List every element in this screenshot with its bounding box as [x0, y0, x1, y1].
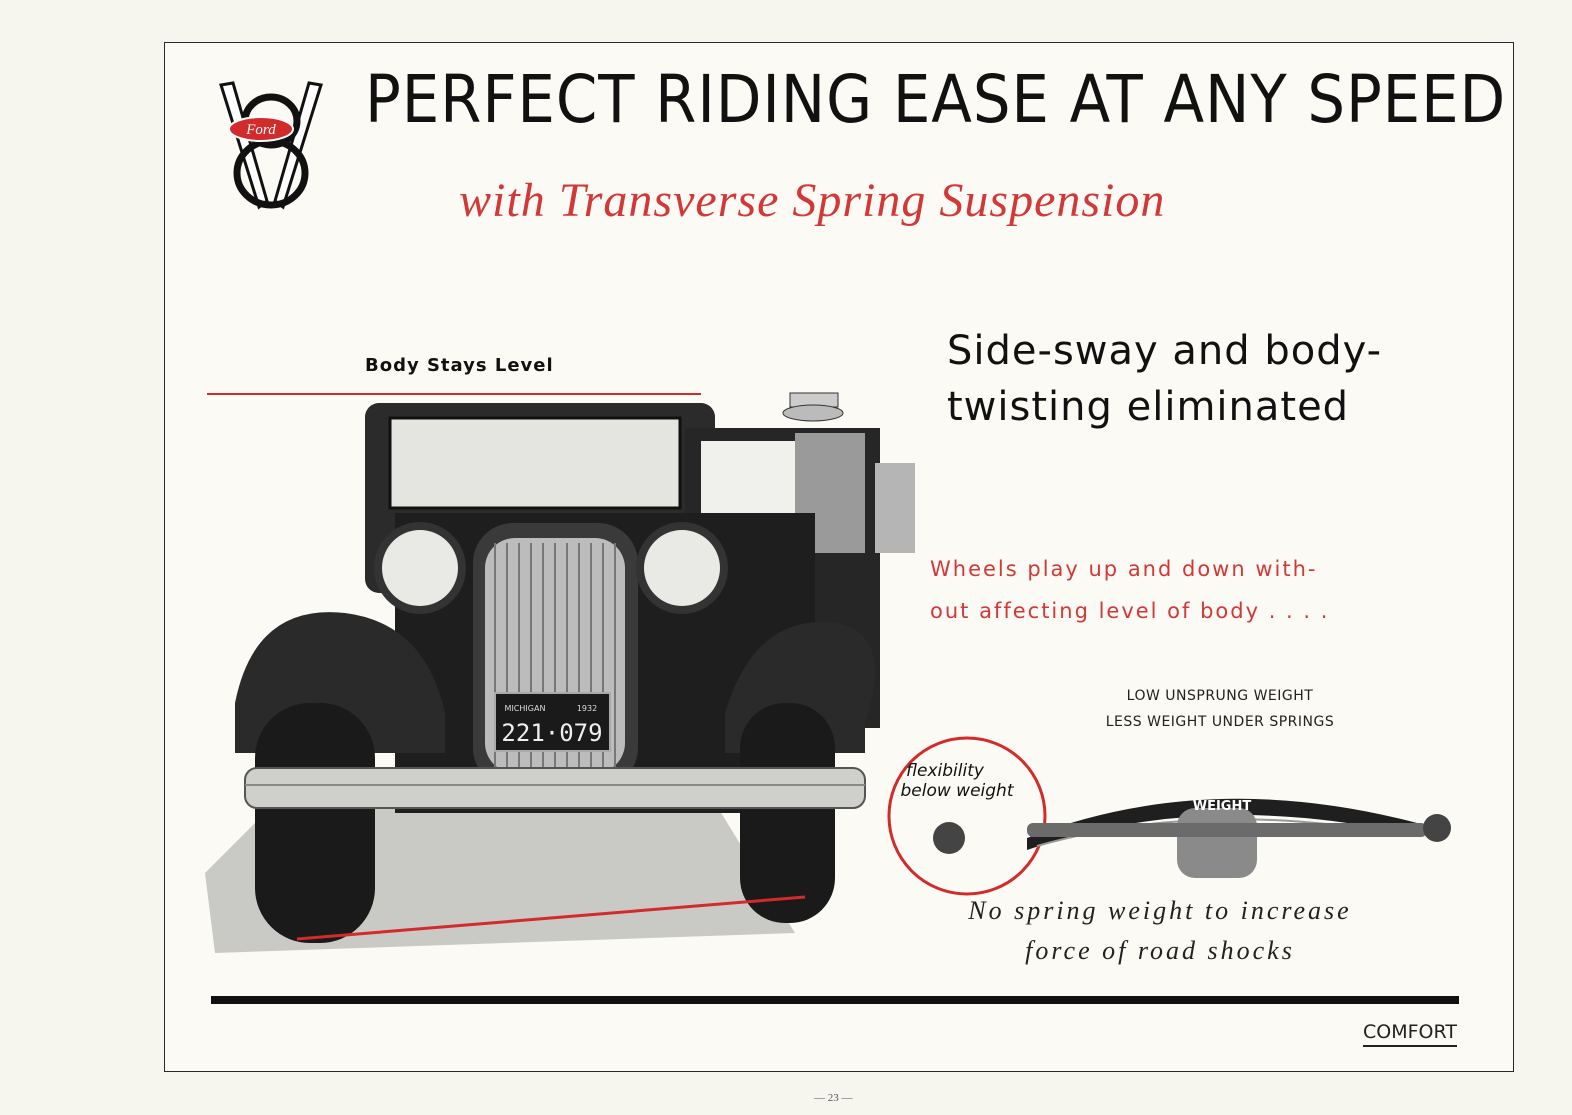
plate-state: MICHIGAN: [505, 704, 546, 713]
unsprung-weight-note: LOW UNSPRUNG WEIGHT LESS WEIGHT UNDER SP…: [1070, 683, 1370, 735]
page-subtitle: with Transverse Spring Suspension: [459, 174, 1166, 227]
spring-caption-line2: force of road shocks: [1025, 936, 1295, 965]
body-stays-level-label: Body Stays Level: [365, 355, 554, 376]
flexibility-label-line2: below weight: [901, 781, 1015, 801]
car-photo: MICHIGAN 1932 221·079: [205, 392, 915, 953]
wheels-caption-line1: Wheels play up and down with-: [930, 557, 1318, 581]
spring-weight-label: WEIGHT: [1193, 799, 1252, 814]
section-label: COMFORT: [1363, 1021, 1457, 1047]
tilted-ground-line: [296, 895, 806, 941]
plate-number: 221·079: [501, 719, 602, 747]
feature-headline-line2: twisting eliminated: [947, 384, 1350, 430]
transverse-spring-diagram: flexibility below weight WEIGHT: [887, 736, 1451, 896]
unsprung-line2: LESS WEIGHT UNDER SPRINGS: [1105, 714, 1335, 730]
ford-logo-text: Ford: [245, 122, 276, 138]
page-number: — 23 —: [814, 1092, 853, 1104]
page-title: PERFECT RIDING EASE AT ANY SPEED: [365, 61, 1507, 138]
feature-headline: Side-sway and body- twisting eliminated: [947, 323, 1427, 435]
unsprung-line1: LOW UNSPRUNG WEIGHT: [1126, 688, 1314, 704]
bottom-rule: [211, 996, 1459, 1004]
wheels-caption-line2: out affecting level of body . . . .: [930, 599, 1330, 623]
wheels-caption: Wheels play up and down with- out affect…: [930, 548, 1380, 632]
spring-caption: No spring weight to increase force of ro…: [935, 891, 1385, 971]
feature-headline-line1: Side-sway and body-: [947, 328, 1383, 374]
ford-v8-logo: Ford: [219, 81, 323, 210]
flexibility-label-line1: flexibility: [906, 761, 985, 781]
plate-year: 1932: [577, 704, 597, 713]
brochure-page: Ford PERFECT RIDING EASE AT ANY SPEED wi…: [164, 42, 1514, 1072]
level-line-top: [207, 393, 701, 395]
spring-caption-line1: No spring weight to increase: [968, 896, 1352, 925]
